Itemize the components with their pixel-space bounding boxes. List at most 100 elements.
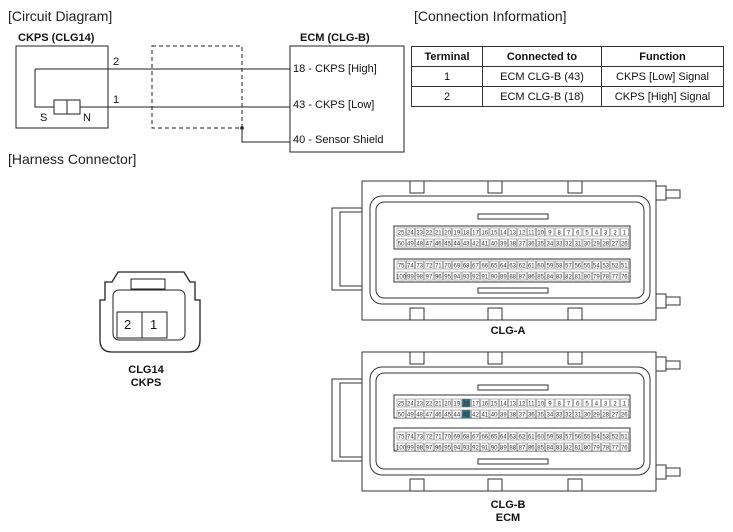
ecm-pin-cell (471, 227, 480, 237)
ecm-pin-cell (489, 431, 499, 441)
ecm-pin-number: 95 (444, 274, 451, 280)
table-cell: ECM CLG-B (18) (482, 86, 602, 107)
ecm-pin-cell (415, 398, 425, 408)
ecm-pin-cell (592, 260, 601, 270)
ecm-pin-number: 52 (612, 263, 619, 269)
clg14-pin-2: 2 (124, 317, 132, 332)
ecm-pin-number: 27 (612, 412, 619, 418)
ecm-pin-number: 46 (435, 412, 442, 418)
ecm-pin-cell (433, 442, 443, 452)
ecm-pin-number: 79 (593, 445, 600, 451)
ecm-pin-number: 23 (416, 230, 423, 236)
ecm-pin-cell (499, 260, 508, 270)
ecm-pin-cell (443, 398, 452, 408)
ecm-pin-number: 5 (585, 230, 589, 236)
ecm-pin-cell (480, 271, 490, 281)
ecm-pin-cell (489, 227, 499, 237)
ecm-pin-number: 55 (584, 263, 591, 269)
ecm-pin-cell (573, 409, 583, 419)
ecm-pin-cell (489, 260, 499, 270)
ecm-pin-number: 44 (454, 241, 461, 247)
ecm-pin-cell (499, 409, 508, 419)
ecm-pin-cell (619, 227, 629, 237)
ecm-pin-cell (480, 227, 490, 237)
ecm-pin-cell (406, 271, 415, 281)
ecm-pin-number: 45 (444, 241, 451, 247)
ecm-pin-number: 47 (426, 241, 433, 247)
ecm-pin-cell (610, 442, 620, 452)
ecm-pin-cell (480, 398, 490, 408)
ecm-pin-number: 91 (481, 445, 488, 451)
ecm-pin-number: 75 (398, 263, 405, 269)
ecm-pin-cell (592, 238, 601, 248)
ecm-pin-number: 62 (519, 434, 526, 440)
ecm-pin-number: 9 (548, 230, 552, 236)
ecm-pin-number: 34 (547, 412, 554, 418)
ecm-pin-number: 22 (426, 401, 433, 407)
ecm-pin-number: 92 (472, 445, 479, 451)
shield-wire (241, 128, 290, 143)
ecm-pin-cell (443, 271, 452, 281)
ecm-pin-number: 93 (463, 274, 470, 280)
ecm-pin-number: 99 (407, 274, 414, 280)
ecm-pin-number: 39 (500, 241, 507, 247)
ecm-pin-number: 35 (537, 241, 544, 247)
ecm-pin-number: 61 (528, 263, 535, 269)
ecm-pin-number: 97 (426, 274, 433, 280)
ecm-pin-number: 27 (612, 241, 619, 247)
ecm-pin-cell (582, 271, 592, 281)
ecm-pin-number: 9 (548, 401, 552, 407)
ecm-pin-cell (601, 431, 611, 441)
ecm-pin-cell (480, 260, 490, 270)
ecm-pin-cell (601, 442, 611, 452)
ecm-pin-cell (536, 238, 545, 248)
ecm-pin-cell (471, 409, 480, 419)
ecm-pin-number: 87 (519, 274, 526, 280)
ecm-pin-number: 21 (435, 401, 442, 407)
ecm-pin-number: 28 (602, 241, 609, 247)
ecm-pin-number: 69 (454, 434, 461, 440)
ecm-pin-cell (452, 431, 462, 441)
ecm-pin-number: 65 (491, 434, 498, 440)
ecm-pin-number: 32 (565, 412, 572, 418)
ecm-pin-40: 40 - Sensor Shield (293, 134, 384, 146)
ecm-pin-cell (433, 398, 443, 408)
ecm-pin-number: 58 (556, 434, 563, 440)
ecm-pin-cell (499, 238, 508, 248)
ecm-pin-cell (526, 398, 536, 408)
ecm-pin-number: 40 (491, 412, 498, 418)
ecm-pin-number: 73 (416, 263, 423, 269)
ecm-pin-cell (564, 431, 573, 441)
ecm-pin-cell (461, 398, 471, 408)
wire-label-top: 2 (113, 56, 120, 68)
ecm-pin-number: 54 (593, 263, 600, 269)
ecm-pin-cell (396, 398, 406, 408)
ecm-pin-cell (610, 227, 620, 237)
ecm-pin-cell (554, 227, 564, 237)
ecm-pin-cell (396, 271, 406, 281)
ecm-pin-cell (415, 227, 425, 237)
ecm-pin-number: 60 (537, 263, 544, 269)
ecm-pin-cell (573, 442, 583, 452)
ecm-pin-cell (536, 442, 545, 452)
ecm-pin-number: 17 (472, 230, 479, 236)
clg-b-label: CLG-B (490, 499, 526, 511)
ecm-pin-cell (424, 409, 434, 419)
ecm-pin-cell (406, 238, 415, 248)
ecm-pin-number: 69 (454, 263, 461, 269)
ecm-pin-cell (554, 442, 564, 452)
ecm-pin-number: 59 (547, 263, 554, 269)
ecm-pin-cell (452, 227, 462, 237)
ecm-pin-number: 49 (407, 241, 414, 247)
connection-info-heading: [Connection Information] (414, 8, 567, 24)
ecm-pin-cell (499, 398, 508, 408)
ecm-pin-number: 71 (435, 263, 442, 269)
ecm-pin-cell (536, 409, 545, 419)
ecm-pin-number: 71 (435, 434, 442, 440)
ecm-pin-18: 18 - CKPS [High] (293, 63, 377, 75)
ecm-pin-cell (610, 431, 620, 441)
ecm-pin-cell (545, 260, 555, 270)
ecm-pin-number: 26 (621, 241, 628, 247)
clg-b-connector (331, 351, 681, 492)
ecm-pin-cell (582, 442, 592, 452)
